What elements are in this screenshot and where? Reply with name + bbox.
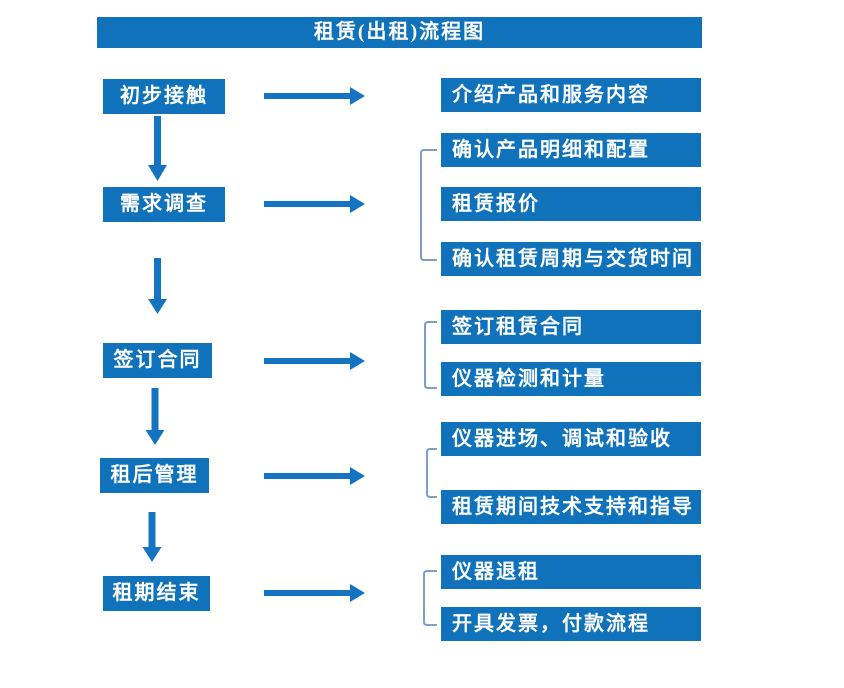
bracket-group4: [426, 448, 437, 498]
step-box-rental-end: 租期结束: [103, 576, 210, 611]
bracket-group3: [424, 321, 437, 389]
arrow-right-step5: [264, 584, 365, 602]
bracket-group2: [420, 149, 437, 261]
arrow-down-4: [142, 512, 162, 562]
arrow-right-step3: [264, 352, 365, 370]
detail-box-intro-products: 介绍产品和服务内容: [441, 78, 701, 112]
detail-box-invoice-payment: 开具发票，付款流程: [441, 607, 701, 641]
bracket-group5: [423, 570, 437, 626]
detail-box-rental-quote: 租赁报价: [441, 187, 701, 221]
step-box-demand-survey: 需求调查: [103, 187, 225, 222]
arrow-right-step2: [264, 195, 365, 213]
detail-box-confirm-period: 确认租赁周期与交货时间: [441, 242, 701, 276]
step-box-post-rental: 租后管理: [100, 458, 209, 493]
detail-box-confirm-config: 确认产品明细和配置: [441, 133, 701, 167]
arrow-right-step1: [264, 87, 365, 105]
arrow-down-3: [145, 388, 165, 445]
step-box-initial-contact: 初步接触: [103, 79, 225, 114]
arrow-down-2: [148, 258, 167, 314]
arrow-right-step4: [264, 467, 365, 485]
arrow-down-1: [148, 116, 167, 181]
detail-box-tech-support: 租赁期间技术支持和指导: [441, 490, 701, 524]
flowchart-title: 租赁(出租)流程图: [97, 17, 702, 48]
detail-box-instrument-testing: 仪器检测和计量: [441, 362, 701, 396]
detail-box-instrument-return: 仪器退租: [441, 555, 701, 589]
detail-box-sign-lease: 签订租赁合同: [441, 310, 701, 344]
detail-box-instrument-entry: 仪器进场、调试和验收: [441, 422, 701, 456]
step-box-sign-contract: 签订合同: [103, 343, 212, 378]
